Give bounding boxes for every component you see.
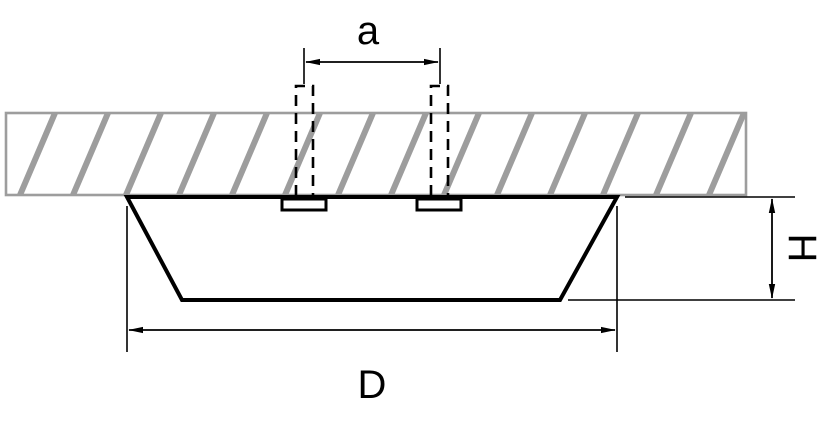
- dimension-a-label: a: [357, 9, 380, 53]
- fixing-clip-right: [415, 197, 463, 212]
- ceiling-cross-section: [4, 111, 748, 197]
- dimension-d: D: [126, 206, 618, 407]
- mounting-screw-left: [294, 84, 315, 196]
- mounting-screw-right: [429, 84, 450, 196]
- dimension-h-label: H: [780, 234, 824, 263]
- fixing-clip-left: [280, 197, 328, 212]
- dimension-a: a: [303, 9, 441, 84]
- dimension-h: H: [568, 196, 824, 301]
- lamp-body: [123, 195, 621, 302]
- dimension-d-label: D: [358, 363, 387, 407]
